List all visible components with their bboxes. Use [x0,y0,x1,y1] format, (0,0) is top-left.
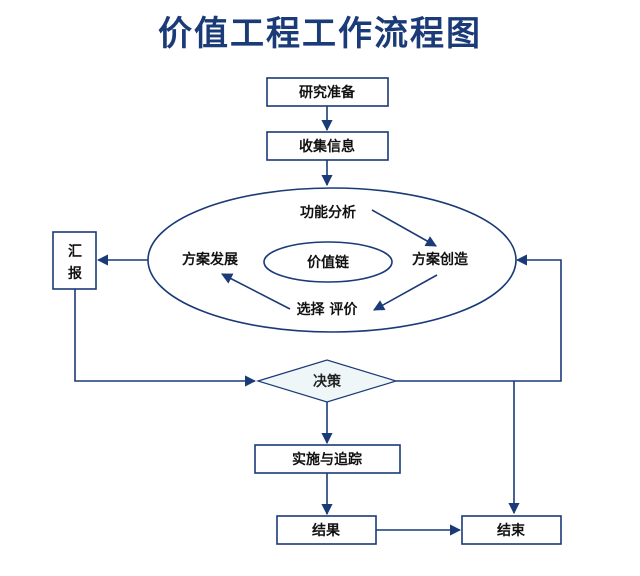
node-decision: 决策 [313,373,342,390]
edge-decision-to-cycle [396,254,562,382]
node-research-prep-box [266,77,389,107]
node-solution-develop: 方案发展 [182,251,238,268]
node-research-prep: 研究准备 [299,84,356,101]
node-solution-create: 方案创造 [412,251,468,268]
value-chain-ellipse [263,241,393,283]
node-end-box [461,515,562,545]
diagram-title: 价值工程工作流程图 [158,14,482,54]
node-report-box [52,231,97,290]
node-report-line2: 报 [68,266,82,282]
node-function-analysis: 功能分析 [300,204,356,221]
node-report-line1: 汇 [68,244,82,260]
node-result: 结果 [312,522,341,539]
node-result-box [276,515,377,545]
node-end: 结束 [497,522,526,539]
node-select-evaluate: 选择 评价 [297,301,359,318]
edge-select-to-develop [221,273,291,310]
node-value-chain: 价值链 [307,254,350,271]
node-collect-info: 收集信息 [299,138,355,155]
edge-report-to-decision [74,289,257,387]
edge-create-to-select [373,274,438,311]
edge-analysis-to-create [371,209,437,247]
node-implement-track: 实施与追踪 [292,451,362,468]
